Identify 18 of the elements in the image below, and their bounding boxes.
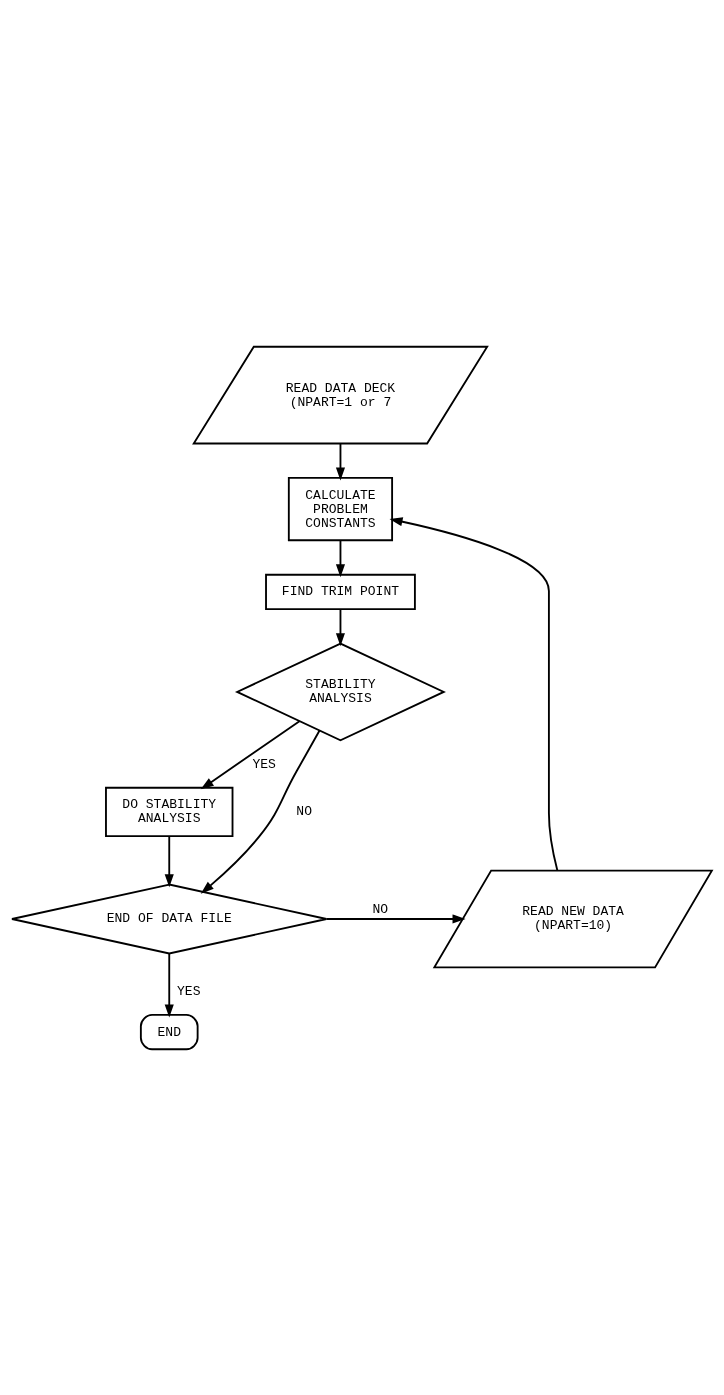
node-box: DO STABILITY ANALYSIS [105,786,234,837]
arrow [200,729,321,894]
edge-label: YES [177,983,201,999]
node-box: END [139,1013,199,1050]
node-diamond: STABILITY ANALYSIS [234,642,446,741]
arrow [389,516,559,871]
arrow [335,539,346,577]
arrow [164,834,174,887]
node-box: FIND TRIM POINT [265,573,416,610]
arrow [325,913,466,924]
arrow [200,719,301,789]
arrow [335,442,346,481]
arrow [164,952,174,1017]
edge-label: NO [296,803,312,819]
edge-label: YES [252,756,276,772]
arrow [335,608,346,646]
edge-label: NO [372,901,389,917]
node-box: CALCULATE PROBLEM CONSTANTS [287,476,394,541]
